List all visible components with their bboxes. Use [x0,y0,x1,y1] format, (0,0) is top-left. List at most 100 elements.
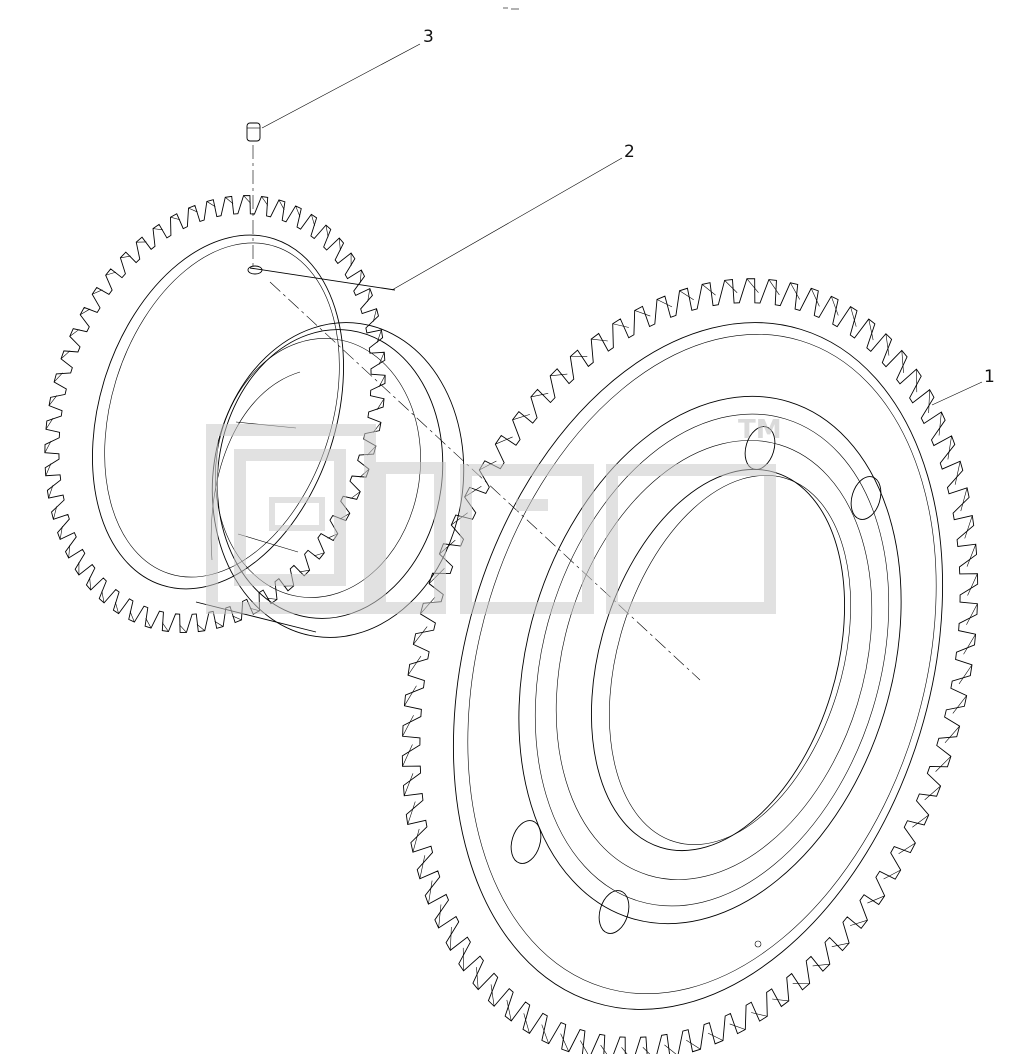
gear-2-tooth-flank [367,288,371,302]
gear-1-tooth-flank [600,1044,608,1054]
gear-2-tooth-flank [325,225,329,238]
gear-2-tooth-flank [120,255,131,259]
gear-2-tooth-flank [376,398,385,410]
gear-2-tooth-flank [214,621,224,627]
gear-2-tooth-flank [295,205,301,217]
gear-1-tooth-flank [541,1024,549,1044]
gear-1-tooth-flank [664,1044,677,1054]
gear-2-tooth-flank [80,308,91,315]
gear-2-tooth-flank [376,329,382,343]
gear-2-tooth-flank [232,615,242,621]
gear-1-tooth-flank [612,323,629,328]
callout-label-1: 1 [984,367,995,387]
gear-1-tooth-flank [966,603,978,625]
gear-2-tooth-flank [225,197,234,205]
gear-1-tooth-flank [924,785,941,801]
part-1-gear [401,278,979,1054]
watermark-trademark: TM [738,415,782,445]
gear-2-tooth-flank [53,506,57,520]
gear-2-tooth-flank [92,289,103,295]
gear-1-tooth-flank [580,1040,589,1054]
gear-1-tooth-flank [912,814,929,828]
gear-2-tooth-flank [314,552,325,557]
gear-1-tooth-flank [404,685,417,706]
gear-1-tooth-flank [938,411,942,436]
gear-1-tooth-flank [412,828,420,853]
gear-1-tooth-flank [634,310,651,317]
gear-2-tooth-flank [179,624,187,633]
gear-2-tooth-flank [206,201,216,207]
gear-1-tooth-flank [707,1032,724,1041]
gear-1-tooth-flank [967,573,978,596]
gear-1-tooth-flank [419,855,426,879]
gear-2-tooth-flank [299,569,310,573]
gear-2-tooth-flank [145,618,152,629]
gear-2-tooth-flank [68,544,71,559]
gear-2-tooth-flank [359,269,362,284]
gear-1-tooth-flank [402,744,413,767]
gear-1-tooth-flank [679,290,694,301]
gear-2-tooth-flank [267,597,278,600]
gear-2-tooth-flank [48,395,58,406]
gear-1-tooth-outline [401,278,979,1054]
gear-1-tooth-flank [810,288,820,307]
gear-2-tooth-flank [373,308,377,322]
gear-1-tooth-flank [495,436,513,445]
gear-1-tooth-flank [790,282,800,300]
watermark-letter-2 [374,462,446,614]
gear-1-tooth-flank [960,487,968,512]
gear-1-tooth-flank [512,414,530,421]
gear-2-tooth-flank [129,611,135,623]
gear-1-tooth-flank [642,1047,651,1054]
gear-1-tooth-flank [407,801,416,825]
gear-1-tooth-flank [947,435,952,460]
gear-2-tooth-flank [188,207,198,213]
gear-1-tooth-flank [898,842,916,854]
gear-1-tooth-flank [935,756,952,772]
gear-1-tooth-flank [850,306,857,327]
gear-2-tooth-flank [278,199,285,210]
gear-1-tooth-flank [413,626,428,645]
gear-2-tooth-flank [101,590,105,603]
callout-1: 1 [931,367,995,406]
gear-2-tooth-flank [338,238,341,251]
watermark-letter-1 [206,424,376,614]
gear-2-tooth-flank [350,491,361,499]
gear-1-tooth-flank [751,1012,768,1017]
gear-1-tooth-flank [621,1047,628,1054]
callout-3: 3 [261,27,434,129]
gear-1-tooth-flank [952,695,967,714]
gear-2-tooth-flank [53,372,63,383]
gear-1-tooth-flank [407,655,422,676]
gear-1-tooth-flank [850,919,868,926]
gear-1-tooth-flank [768,279,780,296]
gear-2-tooth-flank [243,195,251,204]
gear-2-tooth-flank [162,622,169,632]
gear-1-tooth-flank [729,1023,746,1030]
gear-1-tooth-flank [686,1039,701,1050]
gear-1-tooth-flank [868,319,874,341]
gear-2-tooth-flank [59,526,63,540]
gear-1-tooth-flank [831,942,850,947]
gear-1-tooth-flank [438,904,442,929]
gear-2-tooth-flank [196,623,205,631]
gear-1-tooth-flank [901,350,904,373]
gear-1-tooth-flank [402,715,414,737]
watermark-letter-1-bar [269,497,325,531]
callout-2: 2 [391,142,635,291]
gear-2-tooth-flank [45,418,54,430]
gear-1-tooth-flank [958,664,973,685]
callout-label-3: 3 [423,27,434,47]
callout-label-2: 2 [624,142,635,162]
gear-1-tooth-flank [954,461,961,485]
watermark-letter-4 [606,464,776,614]
gear-1-tooth-flank [428,880,433,905]
gear-1-tooth-flank [772,998,789,1002]
gear-1-tooth-flank [746,278,759,293]
gear-1-tooth-flank [867,895,885,904]
gear-2-tooth-flank [378,352,385,365]
gear-1-tooth-flank [656,299,673,308]
gear-1-tooth-flank [403,773,414,796]
gear-1-tooth-flank [506,999,512,1021]
